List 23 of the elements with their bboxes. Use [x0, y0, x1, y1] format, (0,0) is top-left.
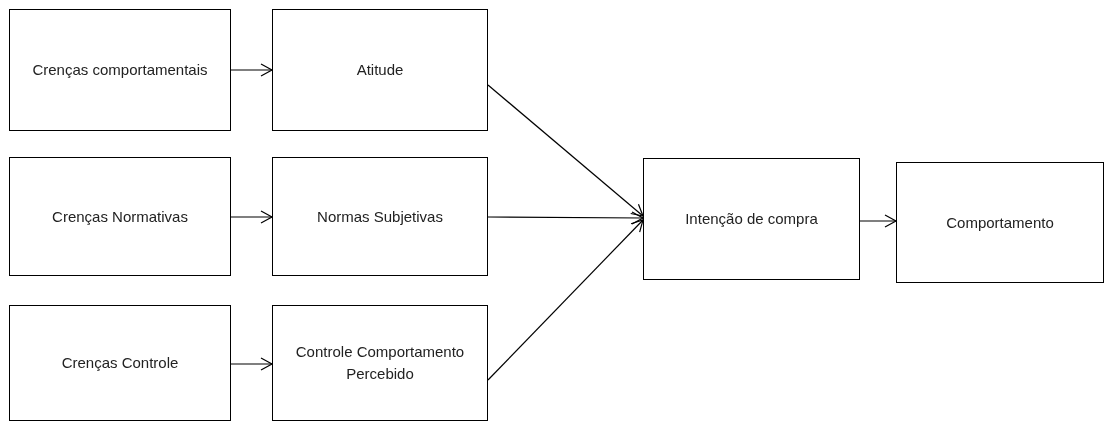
- arrow: [487, 84, 644, 217]
- arrow: [230, 357, 273, 371]
- box-label: Crenças Controle: [61, 353, 179, 374]
- arrow: [487, 219, 644, 381]
- box-label: Atitude: [356, 60, 404, 81]
- box-label: Intenção de compra: [685, 209, 818, 230]
- box-label: Crenças Normativas: [52, 206, 188, 227]
- process-box: [272, 305, 488, 421]
- box-label: Normas Subjetivas: [317, 206, 443, 227]
- process-box: [9, 305, 231, 421]
- arrow: [230, 63, 273, 77]
- process-box: [272, 9, 488, 131]
- process-box: [9, 9, 231, 131]
- process-box: [643, 158, 860, 280]
- arrow: [487, 211, 644, 225]
- process-box: [272, 157, 488, 276]
- box-label: Comportamento: [946, 212, 1054, 233]
- box-label: Controle Comportamento Percebido: [294, 342, 466, 384]
- process-box: [9, 157, 231, 276]
- arrow: [859, 214, 897, 228]
- arrow: [230, 210, 273, 224]
- process-box: [896, 162, 1104, 283]
- box-label: Crenças comportamentais: [32, 60, 208, 81]
